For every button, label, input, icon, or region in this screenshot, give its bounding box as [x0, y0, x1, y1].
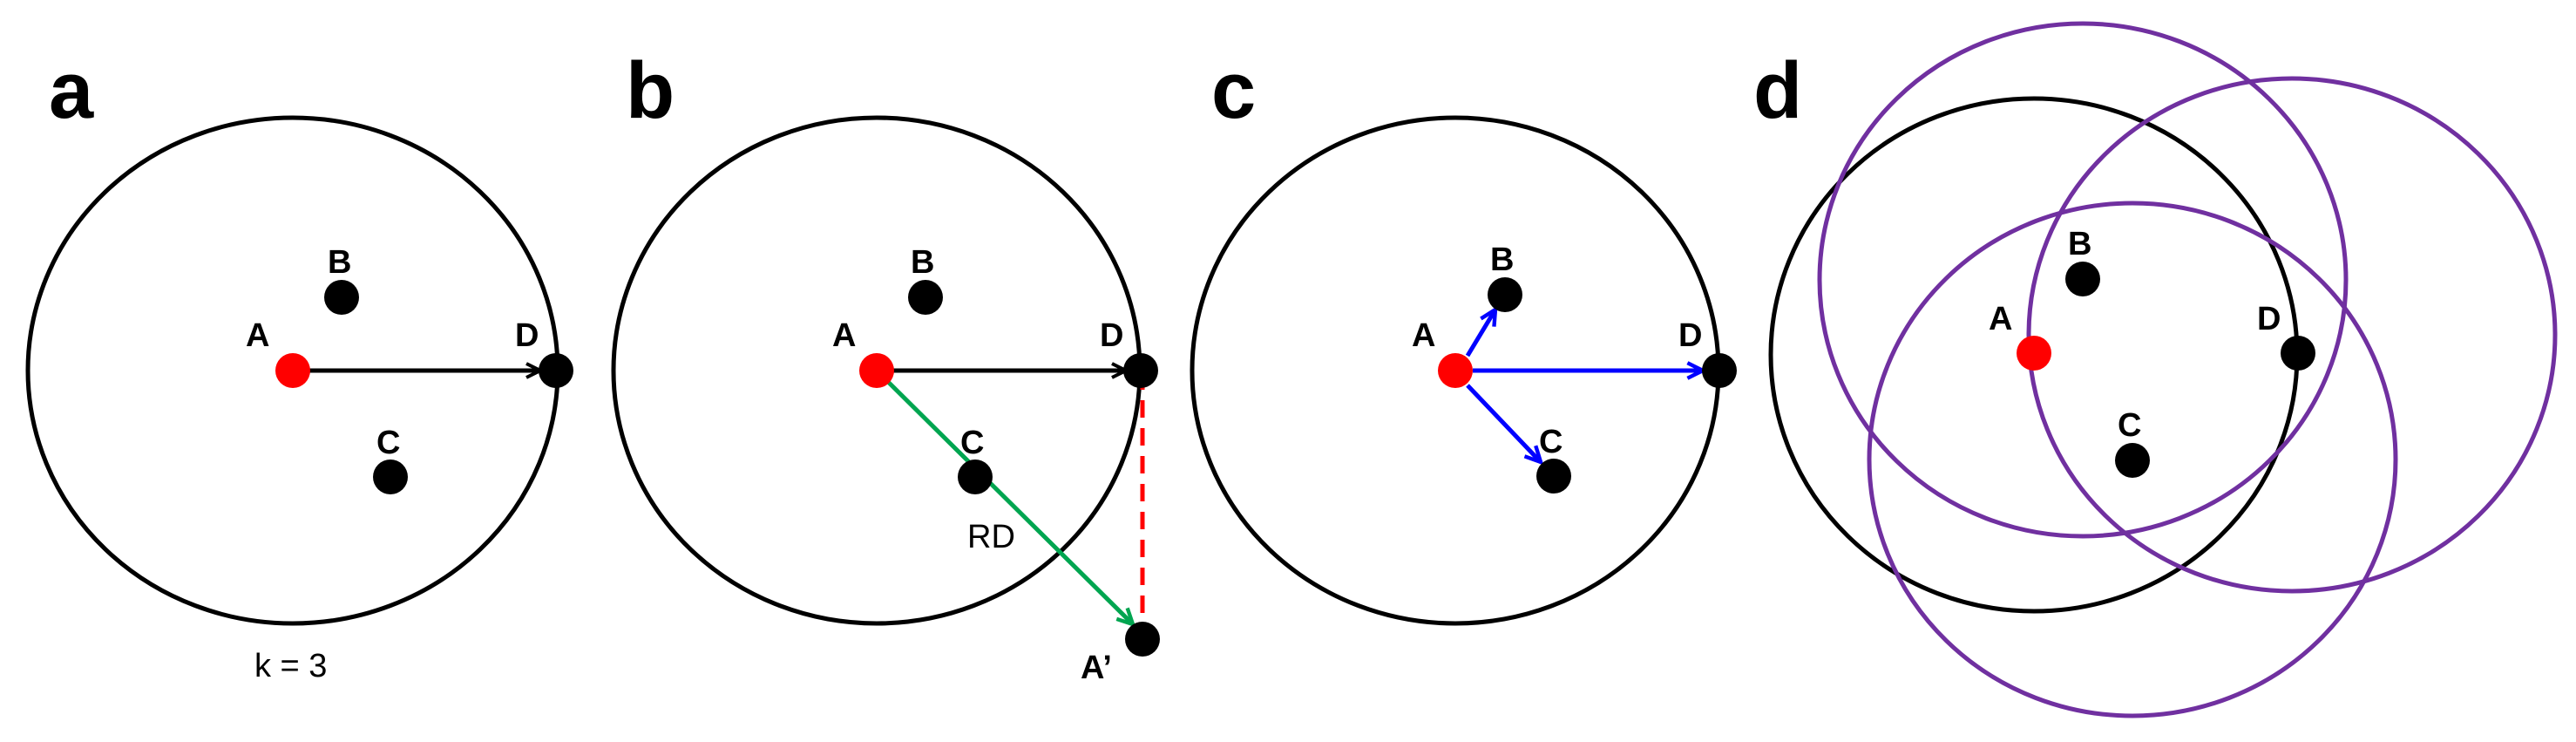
panel-d: d A B C D — [1753, 21, 2558, 718]
panel-b: b A B C D A’ RD — [611, 46, 1160, 686]
label-a: A — [832, 317, 856, 354]
panel-a: a A B C D k = 3 — [25, 46, 573, 684]
arrow-a-to-b — [1465, 310, 1495, 357]
label-a: A — [1989, 301, 2012, 337]
point-d — [2281, 336, 2315, 371]
neighborhood-circle-b — [1817, 21, 2349, 539]
point-d — [539, 353, 573, 388]
panel-letter-a: a — [49, 46, 94, 135]
point-c — [2115, 443, 2150, 478]
panel-c: c A B C D — [1190, 46, 1737, 626]
panel-letter-c: c — [1211, 46, 1256, 135]
point-b — [1488, 277, 1522, 312]
label-b: B — [911, 244, 934, 281]
label-a: A — [1412, 317, 1435, 354]
point-c — [958, 459, 993, 494]
point-d — [1123, 353, 1158, 388]
point-a — [859, 353, 894, 388]
rd-label: RD — [967, 519, 1015, 555]
reverse-distance-arrow — [875, 369, 1133, 624]
neighborhood-circle-d — [2026, 76, 2558, 594]
point-c — [373, 459, 408, 494]
label-c: C — [960, 425, 984, 461]
point-c — [1536, 459, 1571, 494]
panel-letter-b: b — [626, 46, 675, 135]
label-b: B — [328, 244, 351, 281]
label-c: C — [1539, 424, 1563, 460]
label-c: C — [2118, 407, 2141, 444]
point-a — [1438, 353, 1473, 388]
panel-letter-d: d — [1753, 46, 1802, 135]
label-c: C — [376, 425, 400, 461]
point-b — [908, 280, 943, 315]
label-b: B — [1490, 242, 1514, 278]
label-d: D — [1100, 317, 1123, 354]
label-a: A — [246, 317, 269, 354]
point-b — [2065, 262, 2100, 296]
label-d: D — [1678, 317, 1702, 354]
point-b — [324, 280, 359, 315]
label-d: D — [515, 317, 539, 354]
k-caption: k = 3 — [254, 648, 327, 684]
point-a-prime — [1125, 622, 1160, 657]
point-a — [275, 353, 310, 388]
neighborhood-circle-c — [1867, 201, 2398, 718]
label-b: B — [2068, 226, 2091, 262]
label-d: D — [2257, 301, 2281, 337]
point-d — [1702, 353, 1737, 388]
arrow-a-to-c — [1466, 384, 1541, 462]
point-a — [2017, 336, 2051, 371]
label-a-prime: A’ — [1081, 650, 1112, 686]
